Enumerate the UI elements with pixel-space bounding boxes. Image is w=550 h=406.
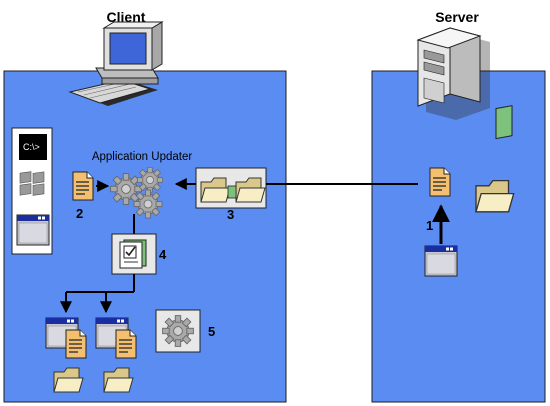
- deploy-arrows: [60, 274, 135, 314]
- step-4-label: 4: [159, 247, 167, 262]
- checklist-icon: [111, 233, 157, 275]
- server-document-icon: [429, 167, 451, 197]
- desktop-computer-icon: [68, 21, 164, 106]
- server-panel: [371, 70, 546, 403]
- step-2-label: 2: [76, 206, 83, 221]
- server-folder-icon: [475, 105, 515, 213]
- server-app-window-icon: [424, 245, 458, 277]
- step-5-label: 5: [208, 324, 215, 339]
- server-tower-icon: [416, 27, 490, 120]
- step-3-label: 3: [227, 207, 234, 222]
- client-title: Client: [107, 9, 146, 25]
- launcher-box: C:\>: [11, 127, 53, 255]
- windows-logo-icon: [19, 171, 45, 196]
- application-window-icon: [16, 214, 50, 246]
- document-icon: [72, 171, 94, 201]
- server-title: Server: [435, 9, 479, 25]
- updater-label: Application Updater: [92, 151, 193, 163]
- command-prompt-icon: C:\>: [19, 134, 47, 160]
- command-prompt-text: C:\>: [23, 142, 40, 152]
- folder-transfer-icon: [195, 167, 267, 209]
- gear-icon: [155, 309, 201, 353]
- step-1-label: 1: [426, 218, 433, 233]
